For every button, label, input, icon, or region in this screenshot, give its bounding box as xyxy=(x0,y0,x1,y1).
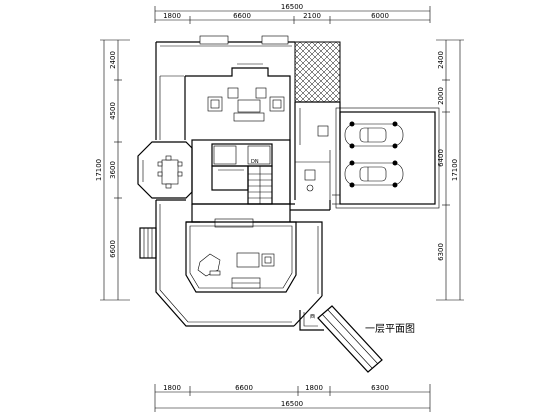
upper-block-walls xyxy=(155,35,295,140)
garage xyxy=(332,107,440,209)
left-segment-dimension: 2400 xyxy=(109,51,117,69)
piano-icon xyxy=(197,253,221,277)
entry-steps xyxy=(139,227,157,259)
top-segment-dimension: 1800 xyxy=(163,12,181,20)
car-icon xyxy=(344,121,404,149)
right-total-dimension: 17100 xyxy=(451,159,459,181)
bottom-segment-dimension: 6300 xyxy=(371,384,389,392)
top-segment-dimension: 2100 xyxy=(303,12,321,20)
bottom-dimension-chain: 1800 6600 1800 6300 16500 xyxy=(154,384,431,412)
sofa-group-lower xyxy=(231,252,275,289)
top-dimension-chain: 16500 1800 6600 2100 6000 xyxy=(154,3,431,24)
entry-mark: 西 xyxy=(310,314,315,320)
right-segment-dimension: 6300 xyxy=(437,243,445,261)
bottom-segment-dimension: 1800 xyxy=(305,384,323,392)
left-segment-dimension: 3600 xyxy=(109,161,117,179)
connecting-walls xyxy=(192,138,331,211)
right-segment-dimension: 2400 xyxy=(437,51,445,69)
top-segment-dimension: 6000 xyxy=(371,12,389,20)
top-total-dimension: 16500 xyxy=(281,3,303,11)
left-segment-dimension: 6600 xyxy=(109,240,117,258)
right-segment-dimension: 2000 xyxy=(437,87,445,105)
dining-table xyxy=(157,155,183,189)
top-segment-dimension: 6600 xyxy=(233,12,251,20)
drawing-title: 一层平面图 xyxy=(365,323,415,335)
staircase xyxy=(247,165,273,205)
stair-dn-label: DN xyxy=(251,159,259,165)
left-dimension-chain: 2400 4500 3600 6600 17100 xyxy=(95,39,130,301)
bottom-segment-dimension: 6600 xyxy=(235,384,253,392)
right-segment-dimension: 6400 xyxy=(437,149,445,167)
left-total-dimension: 17100 xyxy=(95,159,103,181)
sofa-group-upper xyxy=(207,87,285,122)
bottom-total-dimension: 16500 xyxy=(281,400,303,408)
kitchen-core xyxy=(191,139,291,205)
utility-rooms xyxy=(294,101,341,200)
hatched-terrace xyxy=(294,41,341,103)
right-dimension-chain: 2400 2000 6400 6300 17100 xyxy=(436,39,464,301)
bottom-segment-dimension: 1800 xyxy=(163,384,181,392)
ramp xyxy=(299,305,383,373)
left-segment-dimension: 4500 xyxy=(109,102,117,120)
car-icon xyxy=(344,160,404,188)
